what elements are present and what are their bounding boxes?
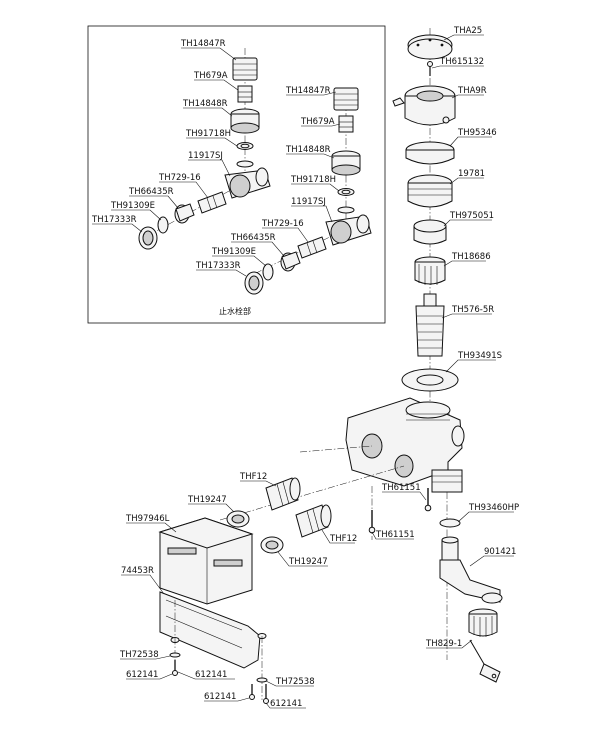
label-inset-th66435r: TH66435R	[128, 187, 174, 197]
label-612141-b: 612141	[195, 670, 227, 680]
label-th95346: TH95346	[457, 128, 497, 138]
label-th829-1: TH829-1	[425, 639, 462, 649]
label-inset-th729-16: TH729-16	[158, 173, 201, 183]
inset-caption: 止水栓部	[219, 306, 251, 316]
label-inset-11917sj: 11917SJ	[188, 151, 223, 161]
label-inset2-th679a: TH679A	[300, 117, 335, 127]
base-box	[158, 517, 254, 605]
inset-frame	[87, 25, 386, 324]
label-th97946l: TH97946L	[125, 514, 170, 524]
bracket-74453r	[159, 591, 267, 700]
label-thf12-b: THF12	[329, 534, 357, 544]
label-th576-5r: TH576-5R	[451, 305, 494, 315]
mount-screws	[169, 652, 269, 704]
label-inset2-th14847r: TH14847R	[285, 86, 331, 96]
label-th72538-b: TH72538	[275, 677, 315, 687]
cartridge-stack	[392, 28, 459, 420]
label-inset-th679a: TH679A	[193, 71, 228, 81]
label-inset2-11917sj: 11917SJ	[291, 197, 326, 207]
label-inset2-th91309e: TH91309E	[211, 247, 256, 257]
label-19781: 19781	[458, 169, 485, 179]
label-th615132: TH615132	[439, 57, 484, 67]
connector-set-lower	[260, 504, 332, 554]
label-inset2-th91718h: TH91718H	[290, 175, 336, 185]
label-74453r: 74453R	[121, 566, 154, 576]
label-inset2-th66435r: TH66435R	[230, 233, 276, 243]
label-th72538-a: TH72538	[119, 650, 159, 660]
label-th93491s: TH93491S	[457, 351, 502, 361]
label-th19247-b: TH19247	[288, 557, 328, 567]
label-inset-th91718h: TH91718H	[185, 129, 231, 139]
label-tha9r: THA9R	[457, 86, 487, 96]
label-inset-th14847r: TH14847R	[180, 39, 226, 49]
label-th18686: TH18686	[451, 252, 491, 262]
label-tha25: THA25	[453, 26, 482, 36]
label-612141-c: 612141	[204, 692, 236, 702]
spout-assembly	[439, 518, 503, 604]
label-inset-th17333r: TH17333R	[91, 215, 137, 225]
label-th19247-a: TH19247	[187, 495, 227, 505]
label-901421: 901421	[484, 547, 516, 557]
valve-body	[219, 397, 465, 660]
label-inset2-th17333r: TH17333R	[195, 261, 241, 271]
label-612141-d: 612141	[270, 699, 302, 709]
inset-set-2	[244, 87, 372, 295]
label-inset2-th729-16: TH729-16	[261, 219, 304, 229]
label-inset-th14848r: TH14848R	[182, 99, 228, 109]
label-th61151-a: TH61151	[381, 483, 421, 493]
label-th975051: TH975051	[449, 211, 494, 221]
label-th61151-b: TH61151	[375, 530, 415, 540]
inset-set-1	[138, 48, 271, 250]
label-th93460hp: TH93460HP	[468, 503, 519, 513]
label-inset2-th14848r: TH14848R	[285, 145, 331, 155]
label-thf12-a: THF12	[239, 472, 267, 482]
aerator-assembly	[468, 608, 501, 683]
connector-set-upper	[226, 477, 301, 528]
screws-th61151	[368, 488, 432, 534]
label-612141-a: 612141	[126, 670, 158, 680]
label-inset-th91309e: TH91309E	[110, 201, 155, 211]
